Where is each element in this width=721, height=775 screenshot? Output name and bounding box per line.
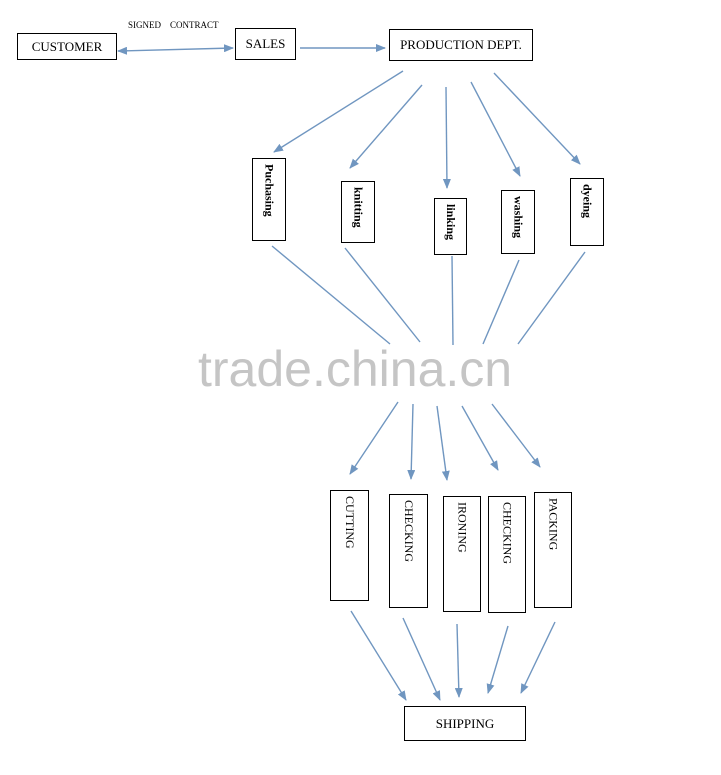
watermark: trade.china.cn — [198, 341, 513, 397]
arrow-center-checking2 — [461, 405, 499, 471]
sales-label: SALES — [245, 36, 286, 51]
stage1-box-dyeing: dyeing — [570, 178, 604, 246]
sales-box: SALES — [235, 28, 296, 60]
line-linking-center — [451, 255, 454, 346]
arrow-ironing-shipping — [454, 623, 463, 698]
stage1-box-puchasing: Puchasing — [252, 158, 286, 241]
stage2-box-checking-2: CHECKING — [488, 496, 526, 613]
line-dyeing-center — [517, 251, 586, 345]
stage2-box-packing: PACKING — [534, 492, 572, 608]
arrow-center-cutting — [349, 401, 399, 475]
contract-label: CONTRACT — [170, 20, 219, 30]
stage2-box-cutting: CUTTING — [330, 490, 369, 601]
arrow-checking2-shipping — [486, 625, 509, 694]
line-knitting-center — [344, 247, 421, 343]
stage2-box-ironing: IRONING — [443, 496, 481, 612]
shipping-box: SHIPPING — [404, 706, 526, 741]
production-box: PRODUCTION DEPT. — [389, 29, 533, 61]
customer-label: CUSTOMER — [31, 38, 103, 54]
arrow-prod-knitting — [349, 84, 423, 169]
arrow-center-packing — [491, 403, 541, 468]
production-label: PRODUCTION DEPT. — [400, 37, 522, 52]
customer-box: CUSTOMER — [17, 33, 117, 60]
arrow-prod-linking — [442, 86, 451, 189]
arrow-center-checking1 — [407, 403, 416, 480]
shipping-label: SHIPPING — [435, 715, 495, 731]
line-puchasing-center — [271, 245, 391, 345]
stage1-box-knitting: knitting — [341, 181, 375, 243]
stage1-box-washing: washing — [501, 190, 535, 254]
arrow-customer-sales — [117, 44, 234, 55]
stage1-box-linking: linking — [434, 198, 467, 255]
arrow-packing-shipping — [520, 621, 556, 694]
arrow-checking1-shipping — [402, 617, 441, 701]
arrow-prod-puchasing — [273, 70, 404, 153]
arrow-cutting-shipping — [350, 610, 407, 701]
stage2-box-checking-1: CHECKING — [389, 494, 428, 608]
line-washing-center — [482, 259, 520, 345]
arrow-prod-washing — [470, 81, 521, 177]
arrow-prod-dyeing — [493, 72, 581, 165]
arrow-center-ironing — [436, 405, 450, 481]
signed-label: SIGNED — [128, 20, 161, 30]
